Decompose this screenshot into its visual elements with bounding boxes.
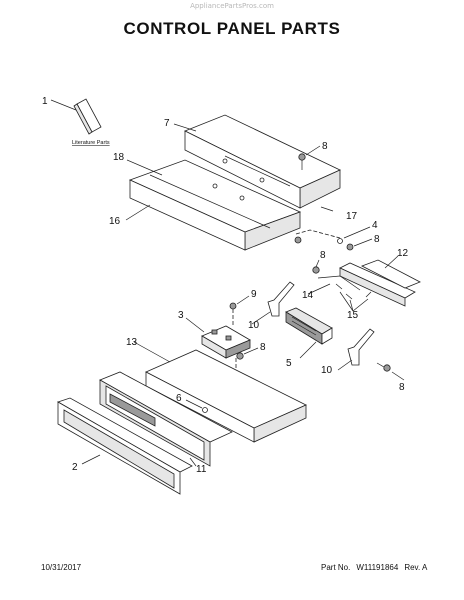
part-10-bracket-left: 10 [248, 281, 295, 331]
callout-13: 13 [126, 337, 138, 348]
part-10-bracket-right: 10 [321, 328, 375, 376]
part-no-value: W11191864 [356, 563, 399, 572]
callout-17: 17 [346, 211, 358, 222]
callout-6: 7 [164, 118, 170, 129]
callout-10: 10 [248, 320, 260, 331]
callout-1: 1 [42, 96, 48, 107]
part-8-screw-mid: 8 [312, 250, 326, 274]
part-7-clip: 6 [176, 393, 208, 413]
callout-5: 5 [286, 358, 292, 369]
part-11-bracket: 12 [339, 248, 421, 307]
callout-9: 9 [251, 289, 257, 300]
callout-16: 16 [109, 216, 121, 227]
footer-date: 10/31/2017 [41, 563, 82, 572]
callout-14: 14 [302, 290, 314, 301]
callout-8e: 8 [260, 342, 266, 353]
part-16-control-base: 18 16 17 [109, 152, 358, 251]
callout-4: 4 [372, 220, 378, 231]
part-6-top-cover: 7 [164, 114, 341, 209]
part-15-clips: 15 [335, 283, 372, 321]
callout-18: 18 [113, 152, 125, 163]
literature-label: Literature Parts [72, 140, 110, 146]
callout-15: 15 [347, 310, 359, 321]
footer-part-number: Part No. W11191864 Rev. A [321, 563, 427, 572]
revision: Rev. A [404, 563, 428, 572]
part-no-label: Part No. [321, 563, 351, 572]
callout-12: 11 [196, 464, 207, 475]
callout-8b: 8 [374, 234, 380, 245]
callout-8d: 8 [399, 382, 405, 393]
callout-3: 3 [178, 310, 184, 321]
callout-11: 12 [397, 248, 409, 259]
page-title: CONTROL PANEL PARTS [123, 19, 341, 38]
part-1-literature: 1 Literature Parts [42, 96, 110, 146]
callout-10b: 10 [321, 365, 333, 376]
part-2-front-panel: 2 [57, 397, 193, 495]
watermark: AppliancePartsPros.com [190, 2, 274, 10]
part-5-fan: 5 [285, 307, 333, 369]
part-8-screw-right: 8 [376, 362, 405, 393]
part-9-screw: 9 [229, 289, 257, 310]
callout-8c: 8 [320, 250, 326, 261]
part-12-keypad-frame: 11 [99, 371, 233, 475]
part-14-wire: 14 [302, 275, 361, 301]
callout-7: 6 [176, 393, 182, 404]
part-8-screw-top: 8 [298, 141, 328, 170]
part-4-wire: 4 8 [294, 220, 380, 251]
callout-2: 2 [72, 462, 78, 473]
part-3-control-board: 3 8 [178, 309, 266, 400]
callout-8: 8 [322, 141, 328, 152]
